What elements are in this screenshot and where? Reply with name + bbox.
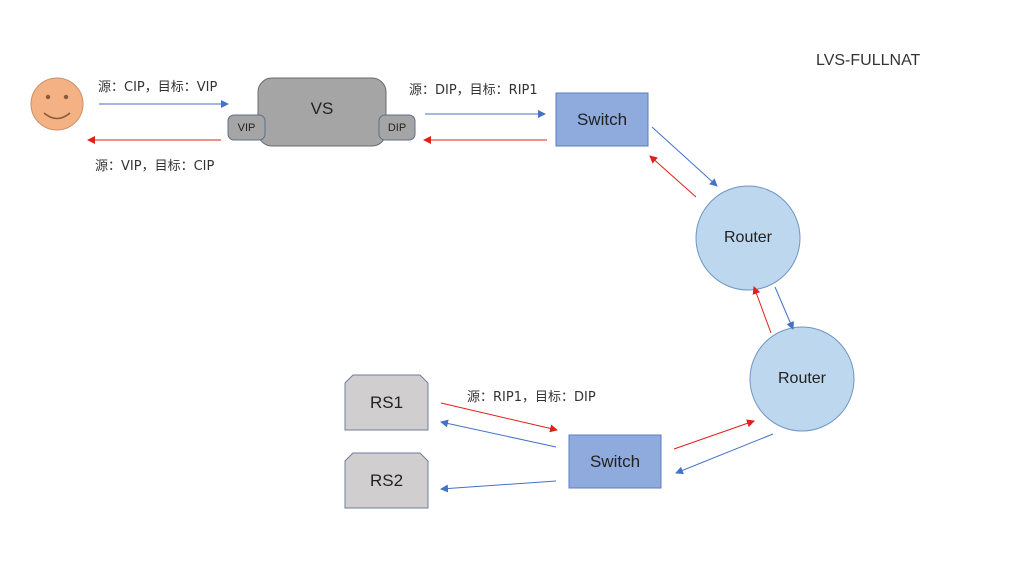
arrow-router-to-router-return [752,286,772,334]
switch-top-node [555,92,649,147]
router-top-label: Router [723,229,773,246]
arrow-switch-to-router-return [673,419,755,450]
vs-node [257,77,387,147]
arrow-switch-to-rs2 [440,480,557,493]
router-top-node [695,185,801,291]
arrow-switch-to-router [651,126,718,187]
switch-bottom-label: Switch [589,451,641,471]
arrow-rs1-to-switch [440,402,558,433]
label-vs-to-client: 源：VIP，目标：CIP [95,159,215,174]
arrow-router-to-switch [675,433,774,475]
smiley-face-icon [30,77,84,131]
switch-top-label: Switch [576,109,628,129]
rs2-label: RS2 [369,470,404,490]
router-bottom-node [749,326,855,432]
diagram-title: LVS-FULLNAT [816,52,921,69]
arrow-router-to-router [774,286,794,330]
rs1-label: RS1 [369,392,404,412]
vip-port [227,114,266,141]
arrow-switch-to-rs1 [440,419,557,448]
switch-bottom-node [568,434,662,489]
router-bottom-label: Router [777,370,827,387]
arrow-router-to-switch-return [649,155,697,198]
dip-label: DIP [387,121,407,134]
dip-port [378,114,416,141]
vs-label: VS [310,99,334,118]
rs2-node [344,452,429,509]
vip-label: VIP [237,121,256,134]
rs1-node [344,374,429,431]
label-vs-to-switch: 源：DIP，目标：RIP1 [409,83,538,98]
label-client-to-vs: 源：CIP，目标：VIP [98,80,218,95]
label-rs1-to-switch: 源：RIP1，目标：DIP [467,390,596,405]
